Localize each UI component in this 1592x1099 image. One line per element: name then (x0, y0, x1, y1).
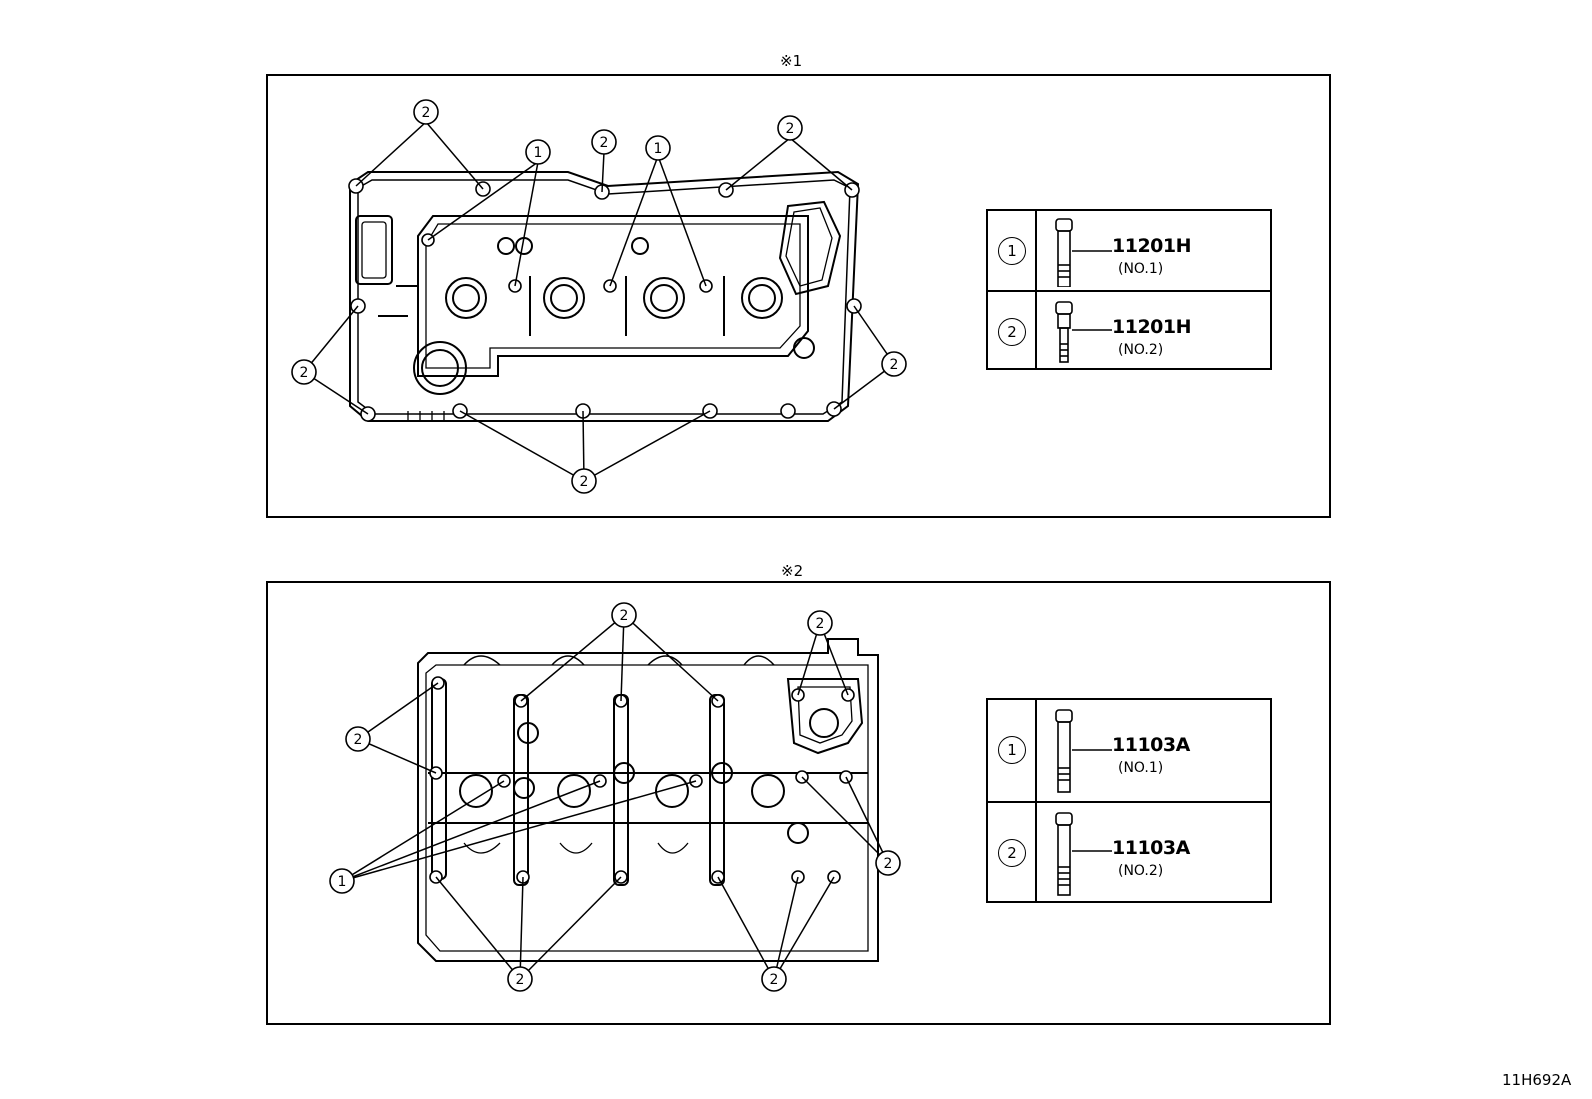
callout-1: 1 (654, 141, 663, 157)
legend-number: 2 (998, 318, 1026, 346)
part-code: 11103A (1112, 734, 1190, 756)
bolt-legend-table: 1 11201H (NO.1) 2 (986, 209, 1272, 370)
legend-number: 2 (998, 839, 1026, 867)
legend-row: 2 11201H (NO.2) (988, 290, 1270, 371)
legend-number: 1 (998, 736, 1026, 764)
callout-2: 2 (816, 616, 825, 632)
legend-row: 1 11103A (NO.1) (988, 700, 1270, 801)
legend-number: 1 (998, 237, 1026, 265)
diagram-marker-1: ※1 (780, 52, 803, 70)
part-code: 11201H (1112, 235, 1192, 257)
cylinder-head-panel: 2 2 2 1 2 2 2 1 11103A (NO.1) 2 (266, 581, 1331, 1025)
part-subtitle: (NO.2) (1118, 863, 1164, 879)
bolt-icon (1055, 301, 1112, 363)
part-code: 11201H (1112, 316, 1192, 338)
callout-1: 1 (534, 145, 543, 161)
bolt-icon (1055, 812, 1112, 896)
callout-2: 2 (620, 608, 629, 624)
callout-2: 2 (580, 474, 589, 490)
callout-1: 1 (338, 874, 347, 890)
callout-2: 2 (354, 732, 363, 748)
legend-row: 2 11103A (NO.2) (988, 801, 1270, 903)
cylinder-head-cover-panel: 2 2 2 1 1 2 2 2 1 11201H (NO.1) (266, 74, 1331, 518)
callout-2: 2 (770, 972, 779, 988)
callout-2: 2 (422, 105, 431, 121)
part-subtitle: (NO.1) (1118, 261, 1164, 277)
cylinder-head-cover-drawing: 2 2 2 1 1 2 2 2 (291, 99, 907, 494)
callout-2: 2 (890, 357, 899, 373)
callout-2: 2 (786, 121, 795, 137)
bolt-icon (1055, 709, 1112, 793)
part-code: 11103A (1112, 837, 1190, 859)
part-subtitle: (NO.2) (1118, 342, 1164, 358)
callout-2: 2 (300, 365, 309, 381)
callout-2: 2 (516, 972, 525, 988)
diagram-marker-2: ※2 (781, 562, 804, 580)
callout-2: 2 (884, 856, 893, 872)
bolt-legend-table: 1 11103A (NO.1) 2 (986, 698, 1272, 903)
figure-code: 11H692A (1502, 1071, 1572, 1089)
legend-row: 1 11201H (NO.1) (988, 211, 1270, 290)
callout-2: 2 (600, 135, 609, 151)
bolt-icon (1055, 218, 1112, 287)
cylinder-head-drawing: 2 2 2 1 2 2 2 (329, 602, 901, 992)
part-subtitle: (NO.1) (1118, 760, 1164, 776)
